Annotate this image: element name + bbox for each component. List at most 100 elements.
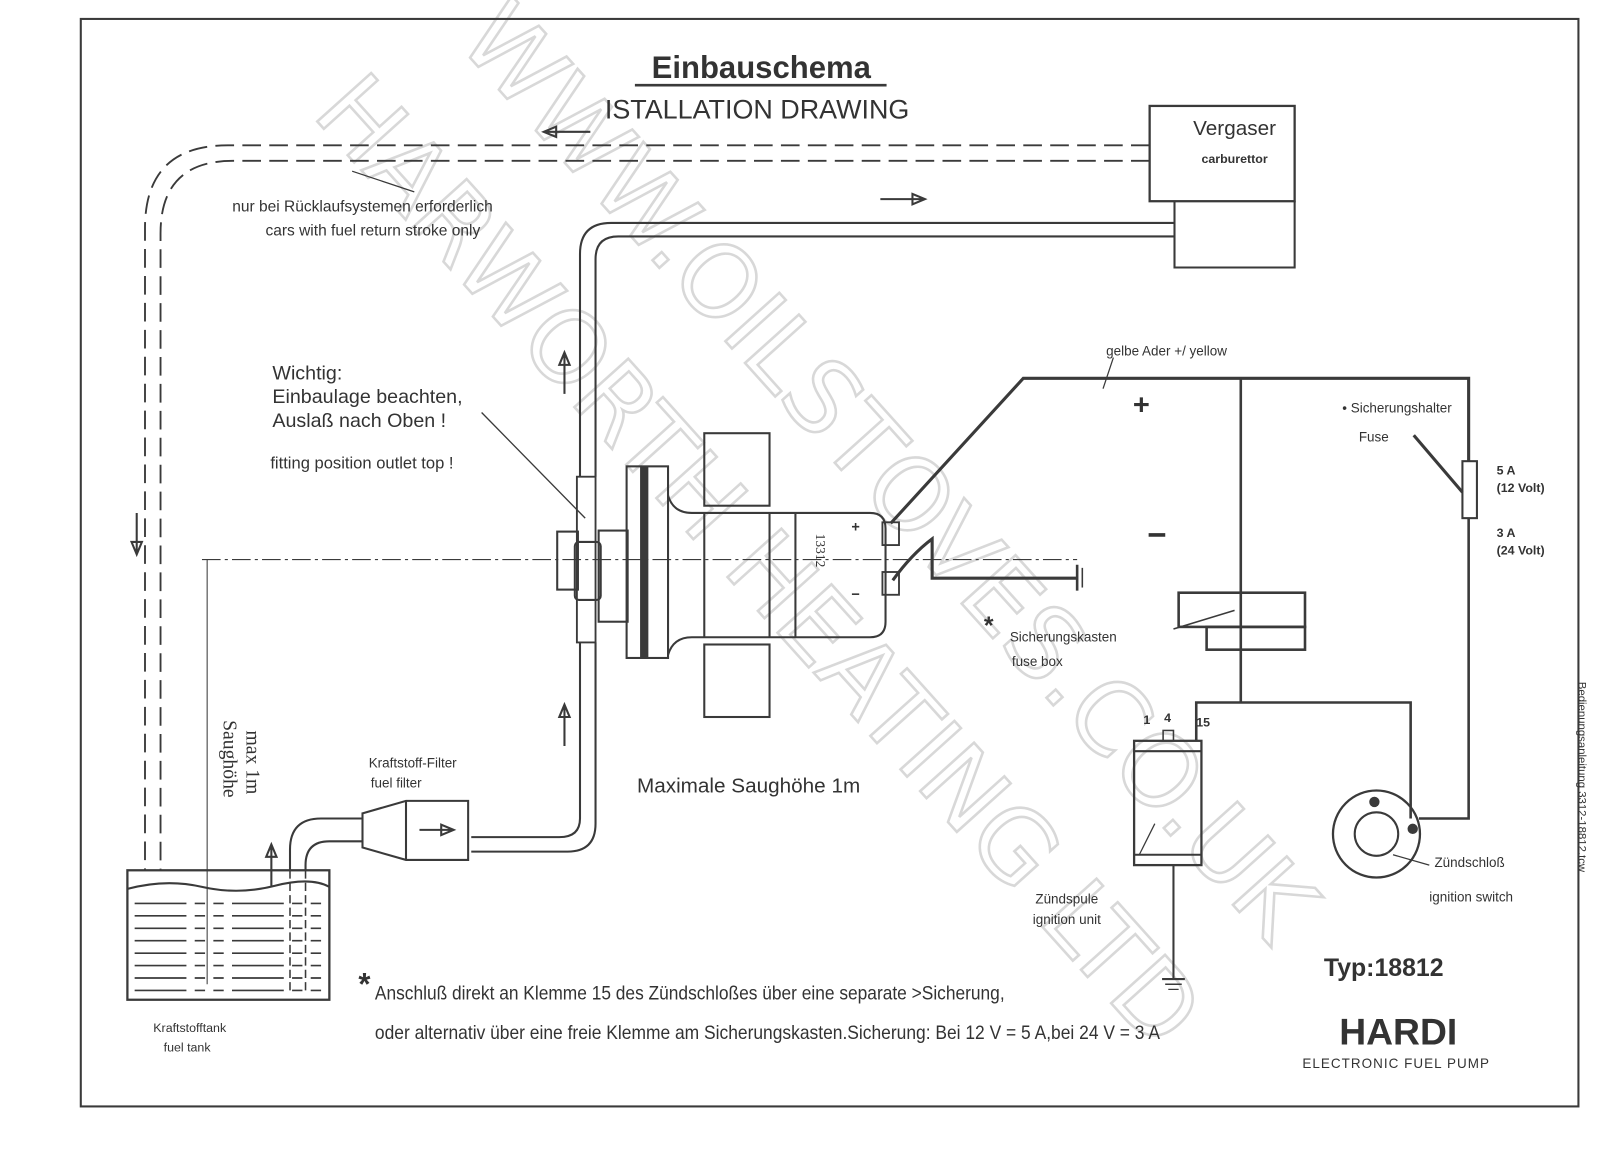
- max-suction-vertical-line-1: max 1m: [242, 730, 264, 794]
- supply-line-outer: [578, 221, 1175, 477]
- terminal-15-wire: [1194, 701, 1412, 819]
- ignition-switch: [1331, 789, 1430, 879]
- important-note-en: fitting position outlet top !: [270, 453, 453, 472]
- suction-line-outer: [471, 642, 582, 839]
- wiring: [889, 376, 1478, 820]
- return-note-de: nur bei Rücklaufsystemen erforderlich: [232, 199, 492, 216]
- return-line-inner: [159, 159, 1150, 871]
- ignition-switch-label-en: ignition switch: [1429, 889, 1513, 904]
- supply-arrow-up-icon: [557, 349, 572, 394]
- fuse-box-label-en: fuse box: [1012, 654, 1063, 669]
- negative-wire: [891, 535, 1078, 582]
- fuse-holder-leader: [1412, 434, 1464, 494]
- return-line-outer: [144, 144, 1150, 871]
- pump-model-number: 13312: [813, 534, 828, 568]
- carburettor-label-de: Vergaser: [1193, 117, 1276, 140]
- battery-minus-symbol: −: [1147, 517, 1166, 554]
- ignition-coil-label-en: ignition unit: [1033, 912, 1101, 927]
- fuel-level: [127, 880, 330, 892]
- yellow-wire-leader: [1102, 357, 1114, 389]
- pump-minus-nut: [881, 571, 900, 596]
- fuse-box-label-de: Sicherungskasten: [1010, 629, 1117, 644]
- pump-body: [667, 495, 887, 656]
- pump-flange-plate: [640, 466, 649, 658]
- fuel-filter: [288, 799, 470, 871]
- fuse-holder: [1461, 460, 1478, 520]
- pump-nozzle: [556, 530, 579, 591]
- fuel-hatching: [134, 902, 322, 992]
- ground-icon: [1075, 564, 1084, 591]
- page-frame: [79, 17, 1580, 1108]
- supply-arrow-right-icon: [880, 192, 928, 206]
- fuel-tank: [126, 841, 331, 1001]
- pump-inlet-collar: [597, 529, 629, 623]
- fuel-tank-label-de: Kraftstofftank: [153, 1021, 227, 1035]
- fuse-box-star: *: [984, 613, 994, 640]
- return-arrow-down-icon: [129, 512, 144, 558]
- fuel-filter-label-de: Kraftstoff-Filter: [369, 756, 457, 771]
- ignition-switch-terminal-15: [1407, 823, 1418, 835]
- side-reference: Bedienungsanleitung 3312-18812.tcw: [1575, 682, 1587, 873]
- ignition-switch-label-de: Zündschloß: [1434, 855, 1504, 870]
- ignition-coil-terminal-4: [1162, 729, 1175, 742]
- coil-terminal-1: 1: [1143, 713, 1150, 727]
- supply-line-inner: [594, 235, 1175, 477]
- max-suction-vertical-line-2: Saughöhe: [219, 720, 241, 798]
- ignition-switch-inner-ring: [1353, 811, 1400, 857]
- fuse-holder-label: • Sicherungshalter: [1342, 401, 1452, 416]
- fuel-filter-label-en: fuel filter: [371, 775, 422, 790]
- max-suction-label: Maximale Saughöhe 1m: [637, 775, 860, 798]
- fuel-filter-arrow-icon: [419, 823, 457, 837]
- pump-mount-bottom: [703, 643, 771, 719]
- return-arrow-left-icon: [541, 125, 591, 139]
- product-tagline: ELECTRONIC FUEL PUMP: [1302, 1056, 1490, 1071]
- ignition-coil: [1132, 729, 1203, 991]
- fuse-box-bottom: [1205, 625, 1307, 651]
- fuse-12v-sub: (12 Volt): [1497, 481, 1545, 495]
- filter-to-tank-outer: [288, 817, 363, 871]
- footnote-line-1: Anschluß direkt an Klemme 15 des Zündsch…: [375, 983, 1005, 1005]
- ignition-ground-icon: [1162, 978, 1185, 991]
- fuel-pump: 13312 + −: [556, 432, 900, 719]
- carburettor-label-en: carburettor: [1201, 152, 1267, 166]
- fuse-24v-sub: (24 Volt): [1497, 543, 1545, 557]
- fuse-label: Fuse: [1359, 430, 1389, 445]
- footnote-star: *: [358, 967, 371, 1002]
- ignition-switch-outer-ring: [1331, 789, 1422, 879]
- pump-outlet-fitting: [573, 540, 602, 601]
- product-brand: HARDI: [1339, 1010, 1457, 1052]
- suction-arrow-up-icon: [557, 701, 572, 746]
- fuel-tank-body: [126, 869, 331, 1001]
- pump-minus-terminal: −: [851, 587, 859, 603]
- fuse-12v-value: 5 A: [1497, 464, 1516, 478]
- pump-mount-top: [703, 432, 771, 507]
- carburettor-base: [1173, 201, 1296, 269]
- coil-terminal-4-label: 4: [1164, 711, 1171, 725]
- title-main: Einbauschema: [652, 50, 872, 85]
- return-note-en: cars with fuel return stroke only: [265, 222, 480, 239]
- important-note-line-3: Auslaß nach Oben !: [272, 410, 446, 432]
- ignition-switch-leader: [1392, 854, 1430, 866]
- fuse-24v-value: 3 A: [1497, 526, 1516, 540]
- product-type: Typ:18812: [1324, 955, 1444, 982]
- ignition-coil-leader: [1138, 823, 1156, 856]
- return-fuel-line: [129, 125, 1150, 871]
- title-sub: ISTALLATION DRAWING: [605, 94, 909, 124]
- carburettor-box: [1148, 104, 1296, 203]
- footnote-line-2: oder alternativ über eine freie Klemme a…: [375, 1022, 1161, 1044]
- ignition-coil-label-de: Zündspule: [1035, 891, 1098, 906]
- fuse-to-switch-wire: [1418, 518, 1470, 820]
- tank-arrow-up-icon: [264, 841, 279, 886]
- coil-terminal-15: 15: [1196, 715, 1210, 729]
- fuel-tank-label-en: fuel tank: [164, 1041, 212, 1055]
- carburettor: Vergaser carburettor: [1148, 104, 1296, 269]
- supply-fuel-line: [471, 192, 1175, 853]
- yellow-wire-label: gelbe Ader +/ yellow: [1106, 344, 1227, 359]
- fuse-box-leader: [1173, 609, 1235, 630]
- positive-wire: [889, 376, 1471, 525]
- ignition-switch-terminal-top: [1369, 796, 1380, 808]
- filter-to-tank-inner: [304, 840, 363, 871]
- important-note-line-2: Einbaulage beachten,: [272, 386, 462, 408]
